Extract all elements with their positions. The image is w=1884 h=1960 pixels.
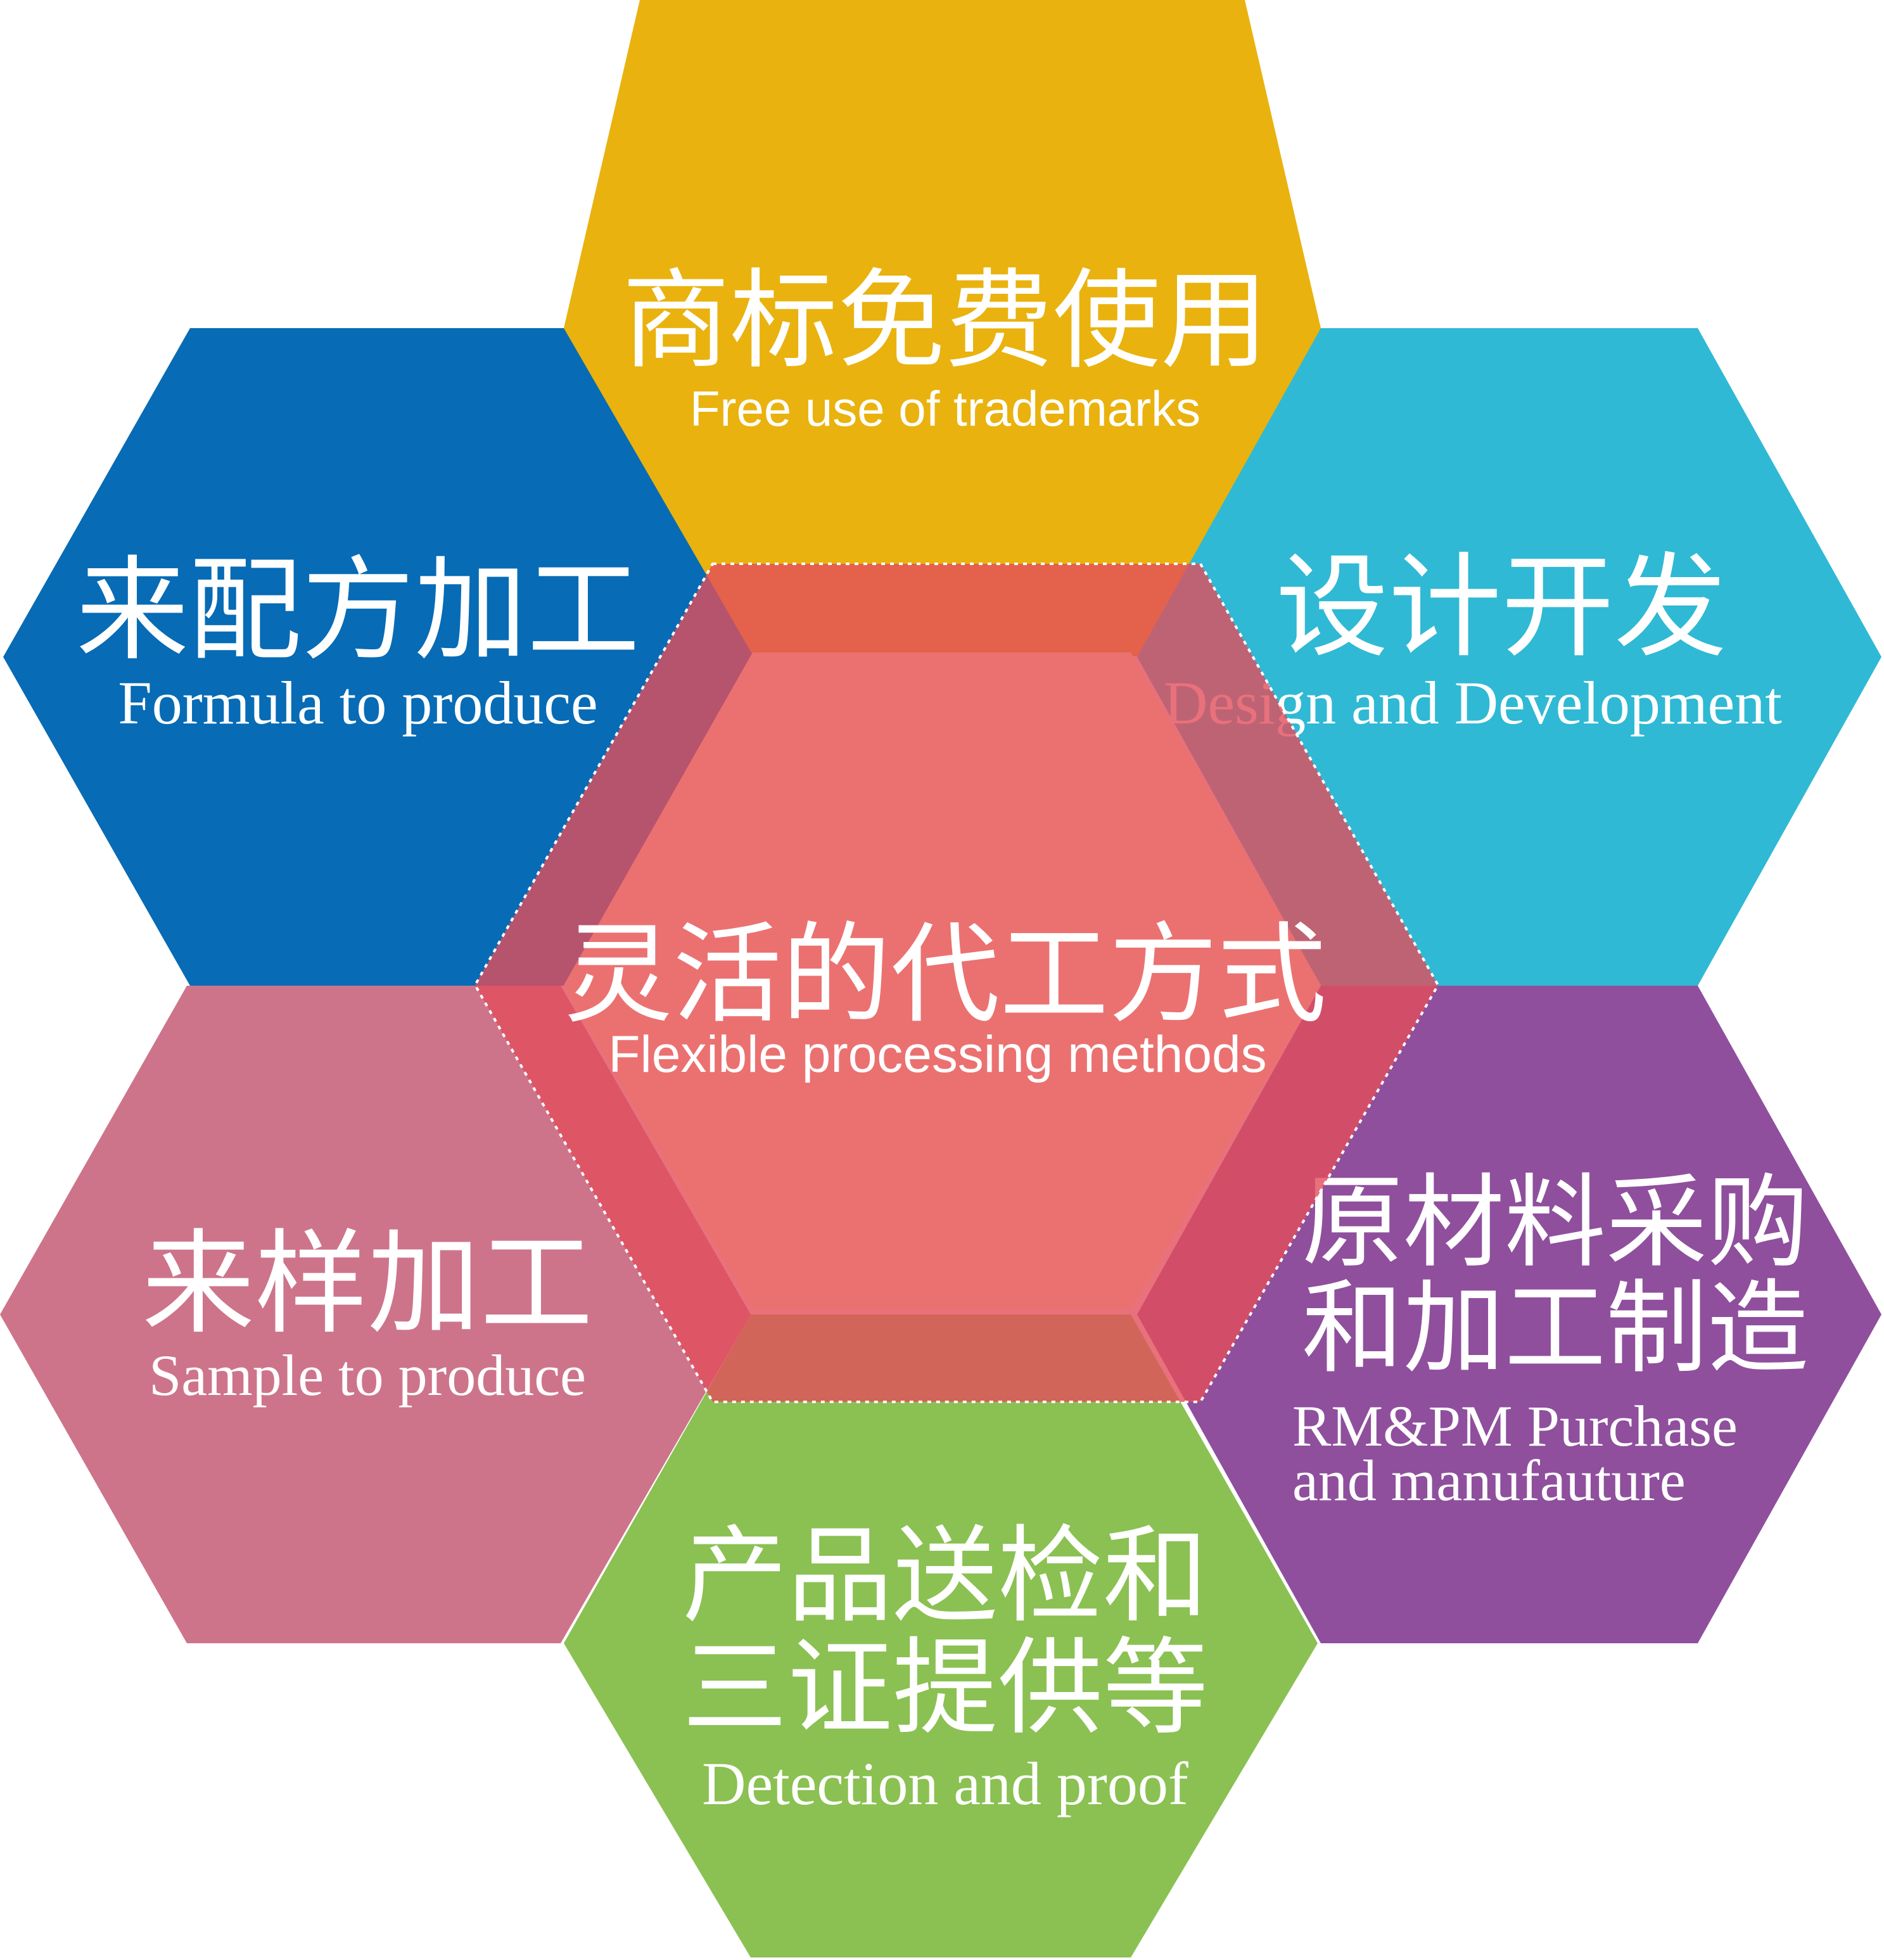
hex-bottom-title-line1: 产品送检和 [682, 1515, 1208, 1638]
hex-top-left-subtitle: Formula to produce [118, 669, 597, 737]
hex-bottom-left-title: 来样加工 [142, 1218, 593, 1349]
hex-bottom-left-shape [0, 986, 751, 1643]
hex-top-shape [564, 0, 1321, 656]
hex-bottom-left: 来样加工 Sample to produce [0, 986, 751, 1643]
hex-top-subtitle: Free use of trademarks [690, 381, 1200, 436]
hex-center-subtitle: Flexible processing methods [608, 1026, 1266, 1083]
hex-bottom-subtitle: Detection and proof [702, 1750, 1188, 1817]
hex-bottom: 产品送检和 三证提供等 Detection and proof [564, 1314, 1318, 1957]
hex-bottom-right-title-line2: 和加工制造 [1302, 1269, 1809, 1387]
hex-top-title: 商标免费使用 [622, 258, 1268, 384]
hex-bottom-shape [564, 1314, 1318, 1957]
hex-top-left-title: 来配方加工 [76, 545, 640, 676]
hex-top-left: 来配方加工 Formula to produce [3, 328, 754, 986]
hex-center-title: 灵活的代工方式 [564, 911, 1327, 1038]
hex-bottom-right-subtitle-line2: and manufauture [1292, 1448, 1686, 1513]
hex-bottom-right-subtitle-line1: RM&PM Purchase [1292, 1394, 1738, 1458]
hex-top-left-shape [3, 328, 754, 986]
hex-top: 商标免费使用 Free use of trademarks [564, 0, 1321, 656]
hex-center-inner [564, 652, 1321, 1310]
hex-bottom-left-subtitle: Sample to produce [149, 1343, 586, 1408]
hex-center: 灵活的代工方式 Flexible processing methods [473, 563, 1440, 1403]
hex-bottom-right-title-line1: 原材料采购 [1302, 1163, 1809, 1282]
hex-bottom-title-line2: 三证提供等 [682, 1627, 1208, 1750]
hex-top-right-title: 设计开发 [1276, 542, 1727, 673]
